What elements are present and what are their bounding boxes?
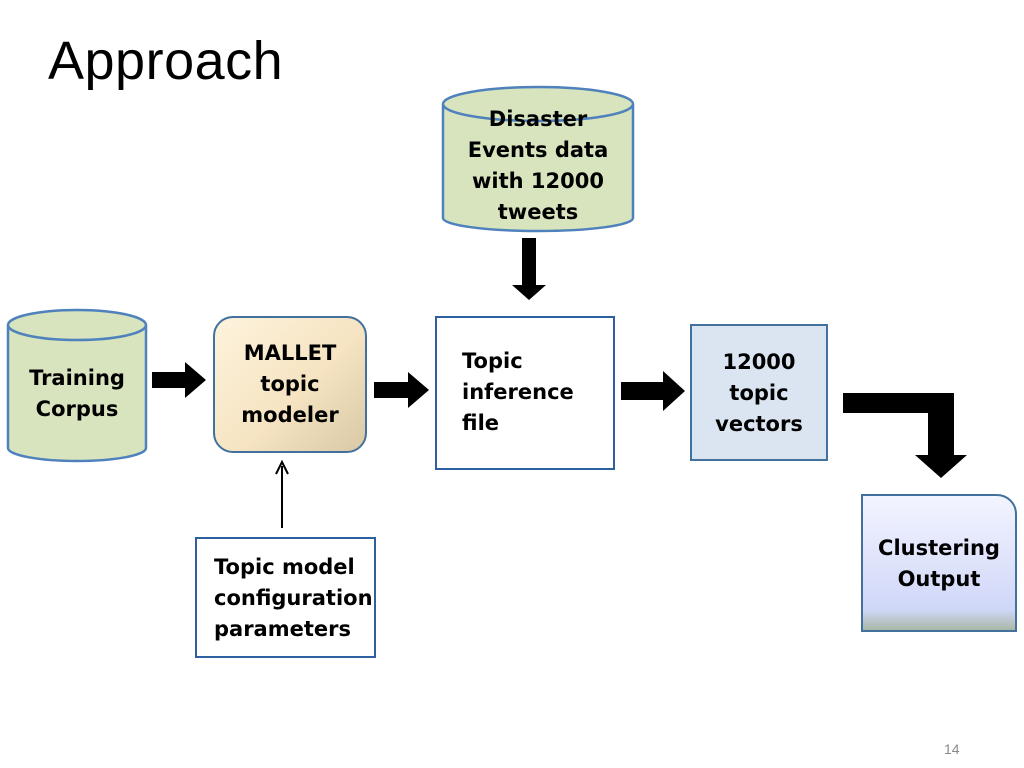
clustering-label: Clustering Output — [878, 536, 1000, 591]
clustering-box — [861, 494, 1017, 632]
arrow-params-to-mallet — [275, 459, 289, 528]
params-label: Topic model configuration parameters — [214, 555, 373, 641]
arrow-inference-to-vectors — [621, 371, 685, 411]
slide-title: Approach — [48, 31, 284, 91]
training-corpus-label: Training Corpus — [29, 366, 125, 421]
arrow-data-to-inference — [512, 238, 546, 300]
page-number: 14 — [944, 741, 960, 757]
training-corpus-cylinder — [6, 308, 148, 463]
params-box — [195, 537, 376, 658]
disaster-data-label: Disaster Events data with 12000 tweets — [467, 107, 609, 224]
arrow-corpus-to-mallet — [152, 362, 206, 398]
disaster-data-cylinder — [441, 85, 635, 233]
arrow-mallet-to-inference — [374, 372, 429, 408]
mallet-box — [213, 316, 367, 453]
mallet-label: MALLET topic modeler — [241, 340, 339, 427]
vectors-box — [690, 324, 828, 461]
inference-label: Topic inference file — [462, 349, 574, 435]
vectors-label: 12000 topic vectors — [715, 349, 803, 436]
arrow-vectors-to-clustering — [843, 393, 967, 478]
inference-box — [435, 316, 615, 470]
